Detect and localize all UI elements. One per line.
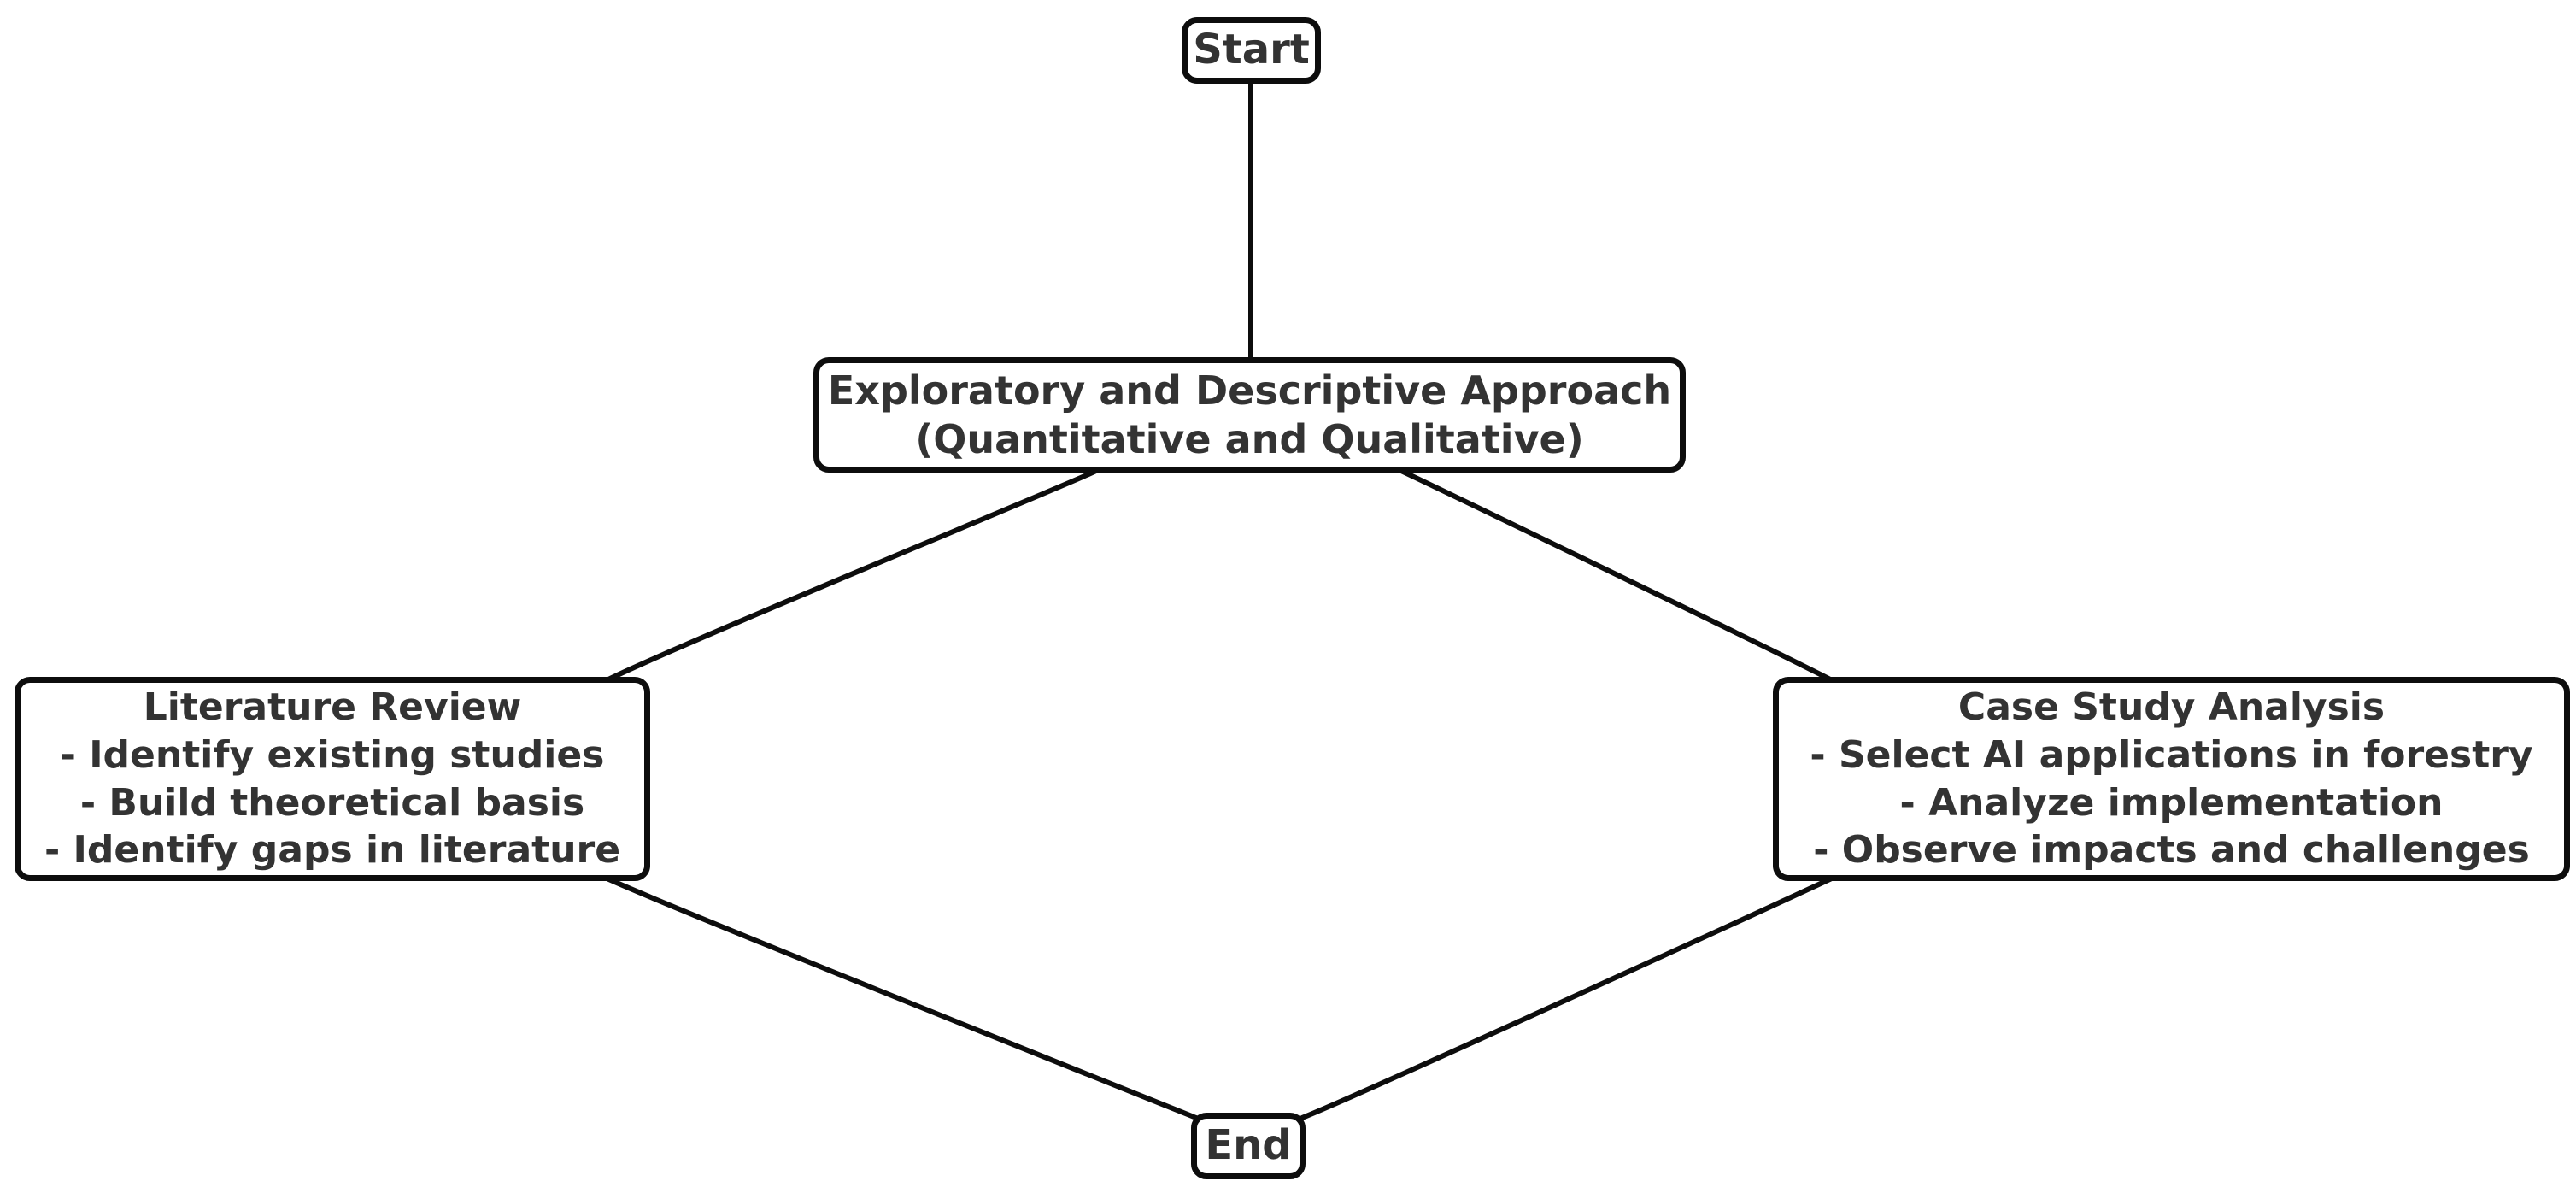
node-case-item-3: - Observe impacts and challenges (1813, 828, 2530, 873)
node-end: End (1191, 1113, 1306, 1179)
edge-approach-to-literature (601, 468, 1099, 685)
node-end-label: End (1205, 1121, 1292, 1170)
edge-approach-to-case-study (1399, 468, 1838, 685)
node-case-study-analysis: Case Study Analysis - Select AI applicat… (1773, 677, 2570, 881)
node-literature-item-3: - Identify gaps in literature (44, 828, 621, 873)
node-case-item-1: - Select AI applications in forestry (1810, 732, 2533, 777)
edge-case-study-to-end (1300, 874, 1838, 1120)
node-case-item-2: - Analyze implementation (1899, 780, 2444, 825)
node-literature-item-2: - Build theoretical basis (79, 780, 585, 825)
node-start-label: Start (1193, 26, 1310, 74)
edge-literature-to-end (601, 874, 1199, 1120)
node-case-title: Case Study Analysis (1957, 685, 2385, 729)
node-literature-item-1: - Identify existing studies (60, 732, 605, 777)
node-approach-line-2: (Quantitative and Qualitative) (915, 415, 1584, 462)
node-start: Start (1182, 17, 1321, 84)
node-approach: Exploratory and Descriptive Approach (Qu… (813, 357, 1686, 473)
node-approach-line-1: Exploratory and Descriptive Approach (827, 367, 1672, 414)
node-literature-title: Literature Review (143, 685, 522, 729)
node-literature-review: Literature Review - Identify existing st… (15, 677, 650, 881)
